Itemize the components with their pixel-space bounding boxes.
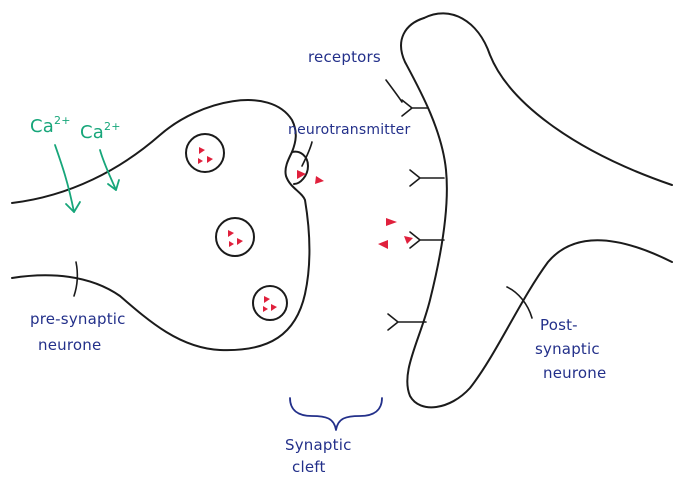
neurotransmitter-molecule (378, 240, 388, 249)
receptor-icon (410, 170, 444, 186)
ca-label-left: Ca2+ (30, 114, 71, 137)
synaptic-cleft-label: Synaptic (285, 436, 352, 454)
neurotransmitter-molecule (386, 218, 397, 226)
receptor-icon (388, 314, 426, 330)
synaptic-cleft-brace (290, 398, 382, 430)
neurotransmitter-label: neurotransmitter (288, 122, 410, 138)
post-synaptic-membrane (424, 13, 672, 185)
post-synaptic-label: synaptic (535, 340, 600, 358)
pre-synaptic-label: pre-synaptic (30, 310, 126, 328)
pre-synaptic-label: neurone (38, 336, 101, 354)
calcium-ions (55, 145, 119, 212)
ca-label-right: Ca2+ (80, 120, 121, 143)
receptor-icon (410, 232, 444, 248)
released-neurotransmitters (297, 170, 413, 249)
post-synaptic-label: Post- (540, 316, 578, 334)
receptor-icon (402, 100, 428, 116)
receptors-label: receptors (308, 48, 381, 66)
post-synaptic-label: neurone (543, 364, 606, 382)
neurotransmitter-molecule (315, 176, 324, 184)
receptors-pointer (386, 80, 402, 102)
vesicle (216, 218, 254, 256)
vesicle (253, 286, 287, 320)
vesicle (186, 134, 224, 172)
ca-arrow-icon (55, 145, 74, 212)
vesicles (186, 134, 287, 320)
synaptic-cleft-label: cleft (292, 458, 326, 476)
neurotransmitter-molecule (404, 236, 413, 244)
pre-synaptic-pointer (74, 262, 77, 296)
pre-synaptic-membrane-notch (292, 152, 308, 184)
